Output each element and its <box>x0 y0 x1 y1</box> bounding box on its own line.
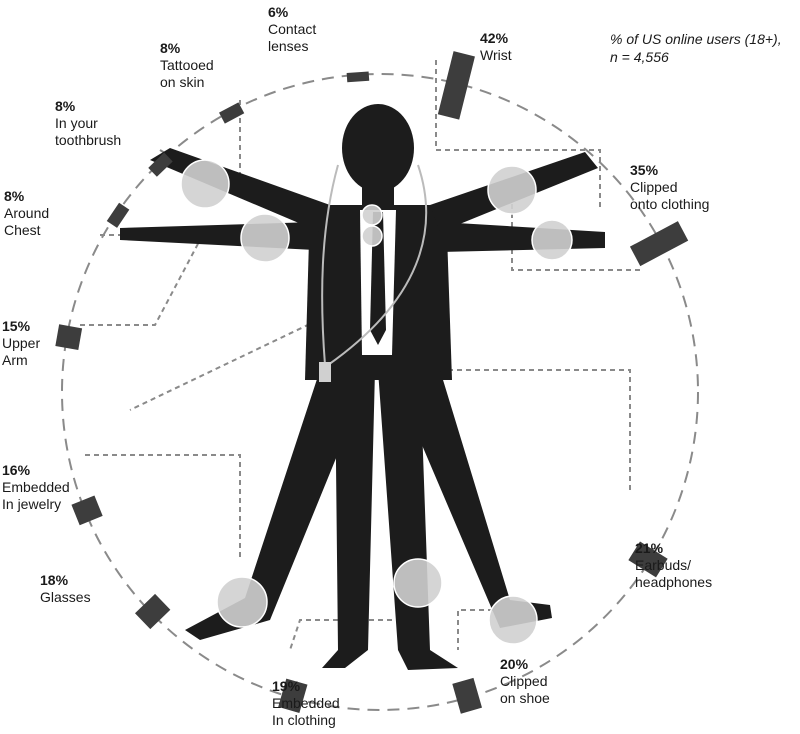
bars-layer <box>55 51 689 714</box>
label-contact-lenses-value: 6% <box>268 4 289 20</box>
bar-in-your-toothbrush <box>148 152 173 177</box>
label-earbuds-headphones: 21%Earbuds/headphones <box>635 540 712 591</box>
survey-note: % of US online users (18+), n = 4,556 <box>610 30 782 66</box>
label-earbuds-headphones-text-2: headphones <box>635 574 713 590</box>
label-embedded-in-jewelry-value: 16% <box>2 462 31 478</box>
label-in-your-toothbrush-text-2: toothbrush <box>55 132 122 148</box>
bar-contact-lenses <box>346 71 370 83</box>
survey-note-line2: n = 4,556 <box>610 49 669 65</box>
label-upper-arm-text-2: Arm <box>2 352 28 368</box>
label-clipped-on-shoe-text-1: Clipped <box>500 673 548 689</box>
label-tattooed-on-skin-value: 8% <box>160 40 181 56</box>
toothbrush-marker-icon <box>180 159 230 209</box>
jewelry-marker-icon <box>216 576 268 628</box>
label-contact-lenses-text-2: lenses <box>268 38 309 54</box>
bar-clipped-on-shoe <box>452 677 482 714</box>
label-wrist-value: 42% <box>480 30 509 46</box>
clothing-marker-icon <box>393 558 443 608</box>
bar-upper-arm <box>55 324 83 350</box>
left-raised-arm <box>150 148 330 232</box>
label-clipped-onto-clothing-value: 35% <box>630 162 659 178</box>
right-leg-apart <box>390 370 552 628</box>
label-in-your-toothbrush-value: 8% <box>55 98 76 114</box>
bar-wrist <box>437 51 475 120</box>
label-clipped-on-shoe-value: 20% <box>500 656 529 672</box>
leader-clipped-onto-clothing <box>511 195 640 271</box>
label-earbuds-headphones-value: 21% <box>635 540 664 556</box>
right-horizontal-arm <box>440 222 605 252</box>
label-around-chest-text-2: Chest <box>4 222 41 238</box>
label-glasses-text-1: Glasses <box>40 589 91 605</box>
label-embedded-in-jewelry-text-1: Embedded <box>2 479 70 495</box>
bar-earbuds-headphones <box>628 541 668 578</box>
label-clipped-onto-clothing-text-2: onto clothing <box>630 196 710 212</box>
label-glasses: 18%Glasses <box>40 572 91 606</box>
label-glasses-value: 18% <box>40 572 69 588</box>
label-tattooed-on-skin-text-1: Tattooed <box>160 57 214 73</box>
label-contact-lenses-text-1: Contact <box>268 21 317 37</box>
label-around-chest-text-1: Around <box>4 205 50 221</box>
watch-marker-icon <box>531 219 573 261</box>
label-upper-arm-text-1: Upper <box>2 335 41 351</box>
shoe-marker-icon <box>488 595 538 645</box>
left-leg-straight <box>322 370 375 668</box>
label-earbuds-headphones-text-1: Earbuds/ <box>635 557 692 573</box>
label-clipped-onto-clothing-text-1: Clipped <box>630 179 678 195</box>
label-embedded-in-clothing-text-2: In clothing <box>272 712 336 728</box>
label-tattooed-on-skin-text-2: on skin <box>160 74 205 90</box>
leader-earbuds <box>430 369 631 490</box>
glasses-marker-upper-icon <box>361 204 383 226</box>
label-embedded-in-clothing-text-1: Embedded <box>272 695 340 711</box>
leader-wrist <box>435 60 601 210</box>
label-wrist-text-1: Wrist <box>480 47 512 63</box>
earbud-cable <box>321 164 428 366</box>
label-around-chest-value: 8% <box>4 188 25 204</box>
bar-tattooed-on-skin <box>219 102 245 124</box>
leader-embedded-in-jewelry <box>85 454 241 560</box>
bar-clipped-onto-clothing <box>629 221 689 267</box>
label-upper-arm-value: 15% <box>2 318 31 334</box>
location-markers <box>180 159 573 645</box>
clip-marker-icon <box>487 165 537 215</box>
label-clipped-on-shoe-text-2: on shoe <box>500 690 550 706</box>
label-embedded-in-jewelry-text-2: In jewelry <box>2 496 62 512</box>
head-shape <box>342 104 414 192</box>
bar-glasses <box>134 593 171 630</box>
music-player-icon <box>319 362 331 382</box>
upper-arm-marker-icon <box>240 213 290 263</box>
label-embedded-in-clothing-value: 19% <box>272 678 301 694</box>
label-wrist: 42%Wrist <box>480 30 512 64</box>
bar-around-chest <box>106 202 130 228</box>
survey-note-line1: % of US online users (18+), <box>610 31 782 47</box>
bar-embedded-in-jewelry <box>71 495 103 526</box>
glasses-marker-lower-icon <box>361 225 383 247</box>
bar-embedded-in-clothing <box>278 678 308 713</box>
leader-upper-arm <box>80 239 201 326</box>
dashed-ring <box>61 73 699 711</box>
label-in-your-toothbrush-text-1: In your <box>55 115 98 131</box>
left-leg-apart <box>185 370 372 640</box>
